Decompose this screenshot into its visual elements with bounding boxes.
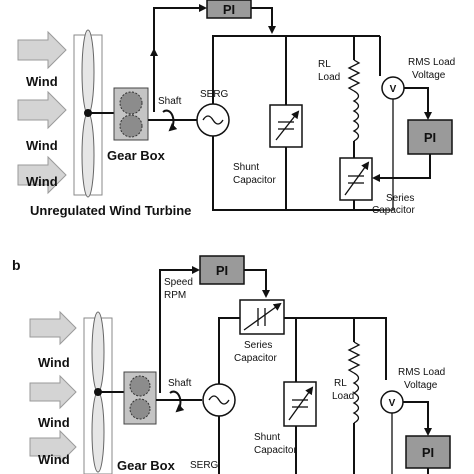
wind-arrow bbox=[29, 374, 77, 410]
feedback-wire bbox=[159, 266, 200, 393]
series-label-line1: Series bbox=[244, 340, 272, 351]
wind-arrow bbox=[29, 310, 77, 346]
bus-wire bbox=[284, 317, 387, 380]
control-wire bbox=[404, 87, 432, 120]
gear-box-label: Gear Box bbox=[117, 458, 176, 473]
rl-load-line1: RL bbox=[318, 59, 331, 70]
rotation-arrow-icon bbox=[162, 109, 178, 132]
resistor-icon bbox=[347, 341, 361, 374]
shunt-label-line2: Capacitor bbox=[254, 445, 297, 456]
wind-turbine-b bbox=[83, 311, 113, 474]
gear-box-b bbox=[123, 371, 157, 425]
gear-box-label: Gear Box bbox=[107, 148, 166, 163]
pi-controller-box bbox=[199, 255, 245, 285]
rms-label-line1: RMS Load bbox=[398, 367, 445, 378]
wind-label: Wind bbox=[26, 74, 58, 89]
wind-arrow bbox=[17, 155, 67, 195]
turbine-blade bbox=[81, 112, 95, 198]
serg-label: SERG bbox=[200, 89, 229, 100]
pi-label: PI bbox=[223, 2, 235, 17]
turbine-hub bbox=[94, 388, 102, 396]
gear-icon bbox=[119, 91, 143, 115]
variable-arrow-icon bbox=[275, 110, 300, 141]
wind-arrow bbox=[17, 30, 67, 70]
turbine-blade bbox=[91, 391, 105, 473]
rl-load-line1: RL bbox=[334, 378, 347, 389]
wind-turbine-a bbox=[73, 29, 103, 198]
series-label-line1: Series bbox=[386, 193, 414, 204]
feedback-wire bbox=[153, 4, 207, 52]
gear-icon bbox=[129, 398, 151, 420]
panel-letter: b bbox=[12, 257, 21, 273]
inductor-icon bbox=[352, 372, 360, 424]
pi-label: PI bbox=[216, 263, 228, 278]
rms-label-line1: RMS Load bbox=[408, 57, 455, 68]
wind-label: Wind bbox=[26, 138, 58, 153]
resistor-icon bbox=[347, 59, 361, 92]
series-label-line2: Capacitor bbox=[234, 353, 277, 364]
bus-wire bbox=[218, 317, 240, 384]
meter-wire bbox=[380, 99, 394, 211]
speed-label-line2: RPM bbox=[164, 290, 186, 301]
bus-wire bbox=[212, 136, 380, 211]
bus-wire bbox=[212, 35, 380, 104]
rl-load-line2: Load bbox=[332, 391, 354, 402]
turbine-blade bbox=[91, 311, 105, 393]
wind-label: Wind bbox=[38, 452, 70, 467]
gear-icon bbox=[129, 375, 151, 397]
control-wire bbox=[403, 401, 432, 436]
pi-label: PI bbox=[424, 130, 436, 145]
control-wire bbox=[372, 154, 431, 182]
turbine-hub bbox=[84, 109, 92, 117]
pi-label: PI bbox=[422, 445, 434, 460]
wind-arrows-b bbox=[29, 310, 77, 465]
series-label-line2: Capacitor bbox=[372, 205, 415, 216]
shunt-capacitor bbox=[269, 104, 303, 148]
wind-label: Wind bbox=[38, 355, 70, 370]
wind-label: Wind bbox=[38, 415, 70, 430]
ac-wave-icon bbox=[202, 115, 224, 125]
panel-b: b Wind Wind Wind Gear Box Shaft bbox=[12, 255, 451, 474]
variable-arrow-icon bbox=[344, 161, 370, 196]
control-wire bbox=[244, 269, 270, 298]
speed-label-line1: Speed bbox=[164, 277, 193, 288]
rms-label-line2: Voltage bbox=[412, 70, 446, 81]
shaft-label: Shaft bbox=[168, 378, 192, 389]
wind-arrow bbox=[29, 429, 77, 465]
turbine-blade bbox=[81, 29, 95, 115]
inductor-icon bbox=[352, 90, 360, 142]
rotation-arrow-icon bbox=[169, 390, 185, 413]
rl-load-line2: Load bbox=[318, 72, 340, 83]
rms-label-line2: Voltage bbox=[404, 380, 438, 391]
ac-wave-icon bbox=[208, 395, 230, 405]
voltmeter-label: V bbox=[389, 398, 396, 409]
shaft-label: Shaft bbox=[158, 96, 182, 107]
wind-arrows-a bbox=[17, 30, 67, 195]
shunt-label-line1: Shunt bbox=[233, 162, 259, 173]
turbine-caption: Unregulated Wind Turbine bbox=[30, 203, 191, 218]
panel-a: Wind Wind Wind Gear Box Shaft PI bbox=[17, 0, 455, 218]
control-wire bbox=[251, 7, 276, 34]
variable-arrow-icon bbox=[243, 302, 282, 331]
shunt-label-line1: Shunt bbox=[254, 432, 280, 443]
serg-label: SERG bbox=[190, 460, 219, 471]
voltmeter-label: V bbox=[390, 84, 397, 95]
gear-box-a bbox=[113, 87, 149, 141]
gear-icon bbox=[119, 114, 143, 138]
pi-controller-box bbox=[407, 119, 453, 155]
shunt-label-line2: Capacitor bbox=[233, 175, 276, 186]
wind-label: Wind bbox=[26, 174, 58, 189]
variable-arrow-icon bbox=[288, 386, 314, 421]
wind-arrow bbox=[17, 90, 67, 130]
